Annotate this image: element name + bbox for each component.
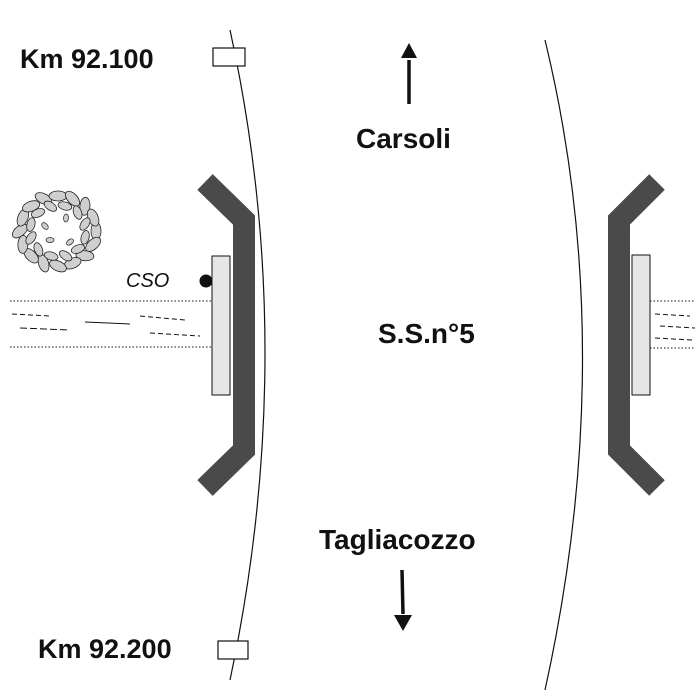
tree-leaf	[66, 238, 74, 246]
km-label-top: Km 92.100	[20, 44, 154, 74]
tree-leaf	[49, 259, 67, 273]
tree-leaf	[63, 213, 69, 223]
tree-leaf	[41, 222, 49, 230]
bridge-deck-right	[631, 254, 651, 396]
tree-leaf	[17, 235, 29, 254]
road-edge-right	[544, 39, 584, 691]
station-label: CSO	[126, 270, 170, 292]
tree-leaf	[48, 190, 68, 202]
tree-leaf	[43, 200, 58, 212]
stream-right	[650, 300, 696, 349]
tree-leaf	[72, 205, 83, 220]
tree-leaf	[64, 190, 81, 207]
tree-leaf	[58, 250, 73, 262]
tree-leaf	[45, 237, 55, 243]
tree-leaf	[26, 217, 36, 232]
tree-leaf	[25, 231, 37, 245]
tree-leaf	[33, 242, 44, 257]
tree-leaf	[75, 250, 95, 262]
tree-leaf	[80, 230, 90, 245]
tree-leaf	[79, 217, 91, 231]
tree-leaf	[70, 244, 86, 254]
km-marker-bottom	[217, 640, 249, 660]
road-name-label: S.S.n°5	[378, 318, 475, 349]
tree-leaf	[22, 200, 41, 213]
stream-left	[10, 300, 212, 348]
dot-marker-icon	[199, 274, 213, 288]
arrow-down-icon	[394, 569, 412, 631]
abutment-right	[608, 174, 665, 496]
bridge-deck-left	[211, 255, 231, 396]
km-label-bottom: Km 92.200	[38, 634, 172, 664]
abutment-left	[197, 174, 255, 496]
tree-leaf	[30, 208, 46, 218]
tree-leaf	[79, 196, 91, 216]
direction-label-top: Carsoli	[356, 123, 451, 154]
direction-label-bottom: Tagliacozzo	[319, 524, 476, 555]
arrow-up-icon	[401, 43, 417, 104]
tree-leaf	[43, 251, 59, 261]
road-edge-left	[229, 29, 266, 681]
tree-leaf	[57, 201, 73, 211]
tree-canopy-icon	[11, 190, 102, 273]
km-marker-top	[212, 47, 246, 67]
